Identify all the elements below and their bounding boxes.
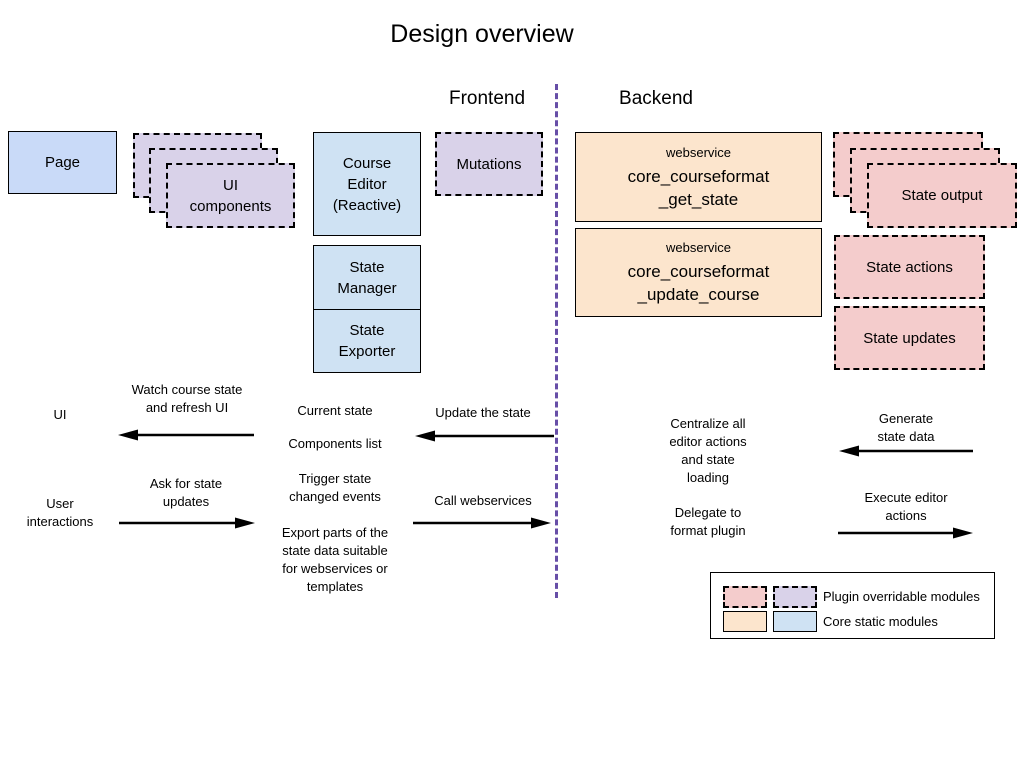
page-box: Page [8, 131, 117, 194]
arrow-right-execute-actions [836, 523, 975, 543]
page-title: Design overview [390, 20, 574, 48]
call-webservices-label: Call webservices [434, 493, 532, 508]
webservice-get-state-box: webservice core_courseformat _get_state [575, 132, 822, 222]
backend-section-label: Backend [619, 88, 693, 109]
frontend-section-label: Frontend [448, 88, 526, 109]
current-state-label: Current state [297, 403, 373, 418]
webservice-update-course-name: core_courseformat _update_course [627, 262, 770, 304]
legend-swatch-pink-dashed [723, 586, 767, 608]
update-state-label: Update the state [435, 405, 531, 420]
course-editor-box: Course Editor (Reactive) [313, 132, 421, 236]
frontend-backend-divider [555, 84, 558, 598]
export-parts-label: Export parts of the state data suitable … [281, 525, 389, 594]
legend-swatch-purple-dashed [773, 586, 817, 608]
state-output-box: State output [867, 163, 1017, 228]
legend-plugin-overridable-label: Plugin overridable modules [823, 589, 980, 604]
webservice-kicker: webservice [665, 144, 732, 160]
legend-box: Plugin overridable modules Core static m… [710, 572, 995, 639]
arrow-right-call-webservices [411, 513, 553, 533]
components-list-label: Components list [288, 436, 382, 451]
arrow-left-update-state [413, 426, 556, 446]
legend-swatch-blue-solid [773, 611, 817, 632]
arrow-left-watch-refresh [116, 425, 256, 445]
webservice-kicker: webservice [665, 240, 732, 255]
ui-components-box: UI components [166, 163, 295, 228]
user-interactions-label: User interactions [26, 496, 94, 529]
ui-label: UI [53, 407, 67, 422]
delegate-label: Delegate to format plugin [670, 505, 746, 538]
state-updates-box: State updates [834, 306, 985, 370]
webservice-get-state-name: core_courseformat _get_state [627, 166, 770, 209]
legend-core-static-label: Core static modules [823, 614, 938, 629]
execute-actions-label: Execute editor actions [864, 490, 948, 523]
centralize-label: Centralize all editor actions and state … [669, 416, 747, 485]
webservice-update-course-box: webservice core_courseformat _update_cou… [575, 228, 822, 317]
legend-swatch-peach-solid [723, 611, 767, 632]
state-exporter-box: State Exporter [313, 308, 421, 373]
state-manager-box: State Manager [313, 245, 421, 310]
arrow-right-ask-updates [117, 513, 257, 533]
watch-refresh-label: Watch course state and refresh UI [131, 382, 243, 415]
generate-state-label: Generate state data [877, 411, 935, 444]
state-actions-box: State actions [834, 235, 985, 299]
mutations-box: Mutations [435, 132, 543, 196]
ask-updates-label: Ask for state updates [149, 476, 223, 509]
arrow-left-generate-state [837, 441, 975, 461]
trigger-events-label: Trigger state changed events [289, 471, 381, 504]
